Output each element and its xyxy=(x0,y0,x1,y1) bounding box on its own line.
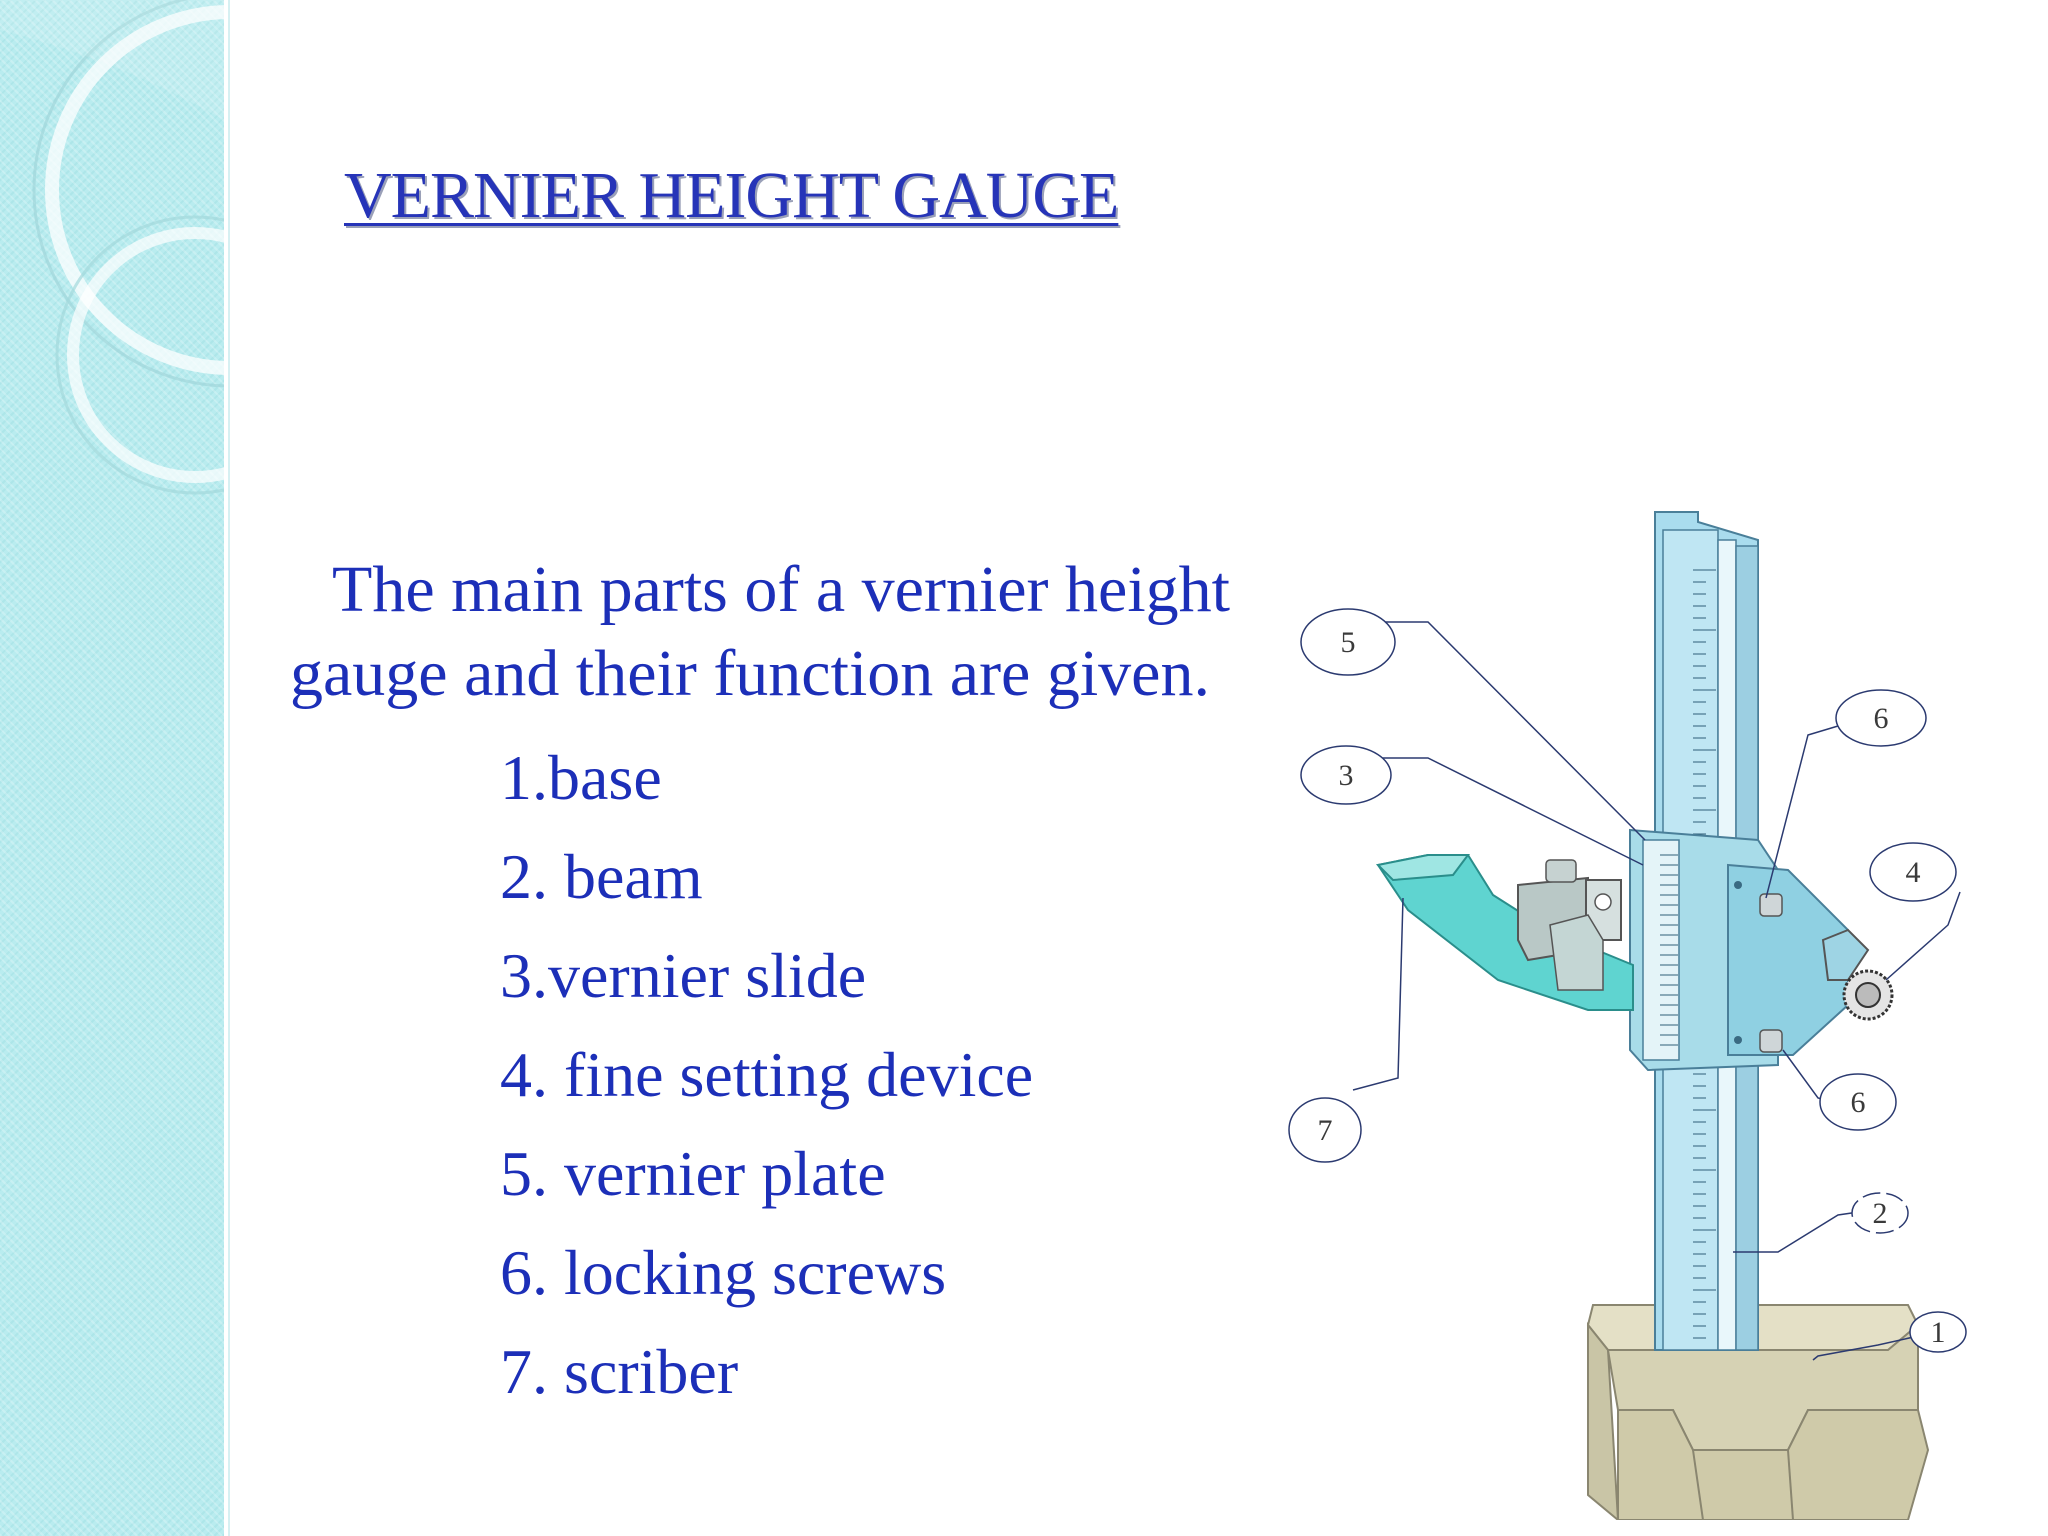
band-edge-line xyxy=(228,0,230,1536)
svg-text:2: 2 xyxy=(1873,1197,1888,1230)
callout-6-bottom: 6 xyxy=(1819,1073,1897,1131)
list-item: 5. vernier plate xyxy=(500,1138,886,1209)
list-item: 2. beam xyxy=(500,841,703,912)
decorative-side-band xyxy=(0,0,228,1536)
callout-1: 1 xyxy=(1909,1311,1967,1353)
callout-3: 3 xyxy=(1300,745,1392,805)
svg-text:6: 6 xyxy=(1851,1086,1866,1119)
list-item: 4. fine setting device xyxy=(500,1039,1034,1110)
height-gauge-diagram: 5 3 6 4 6 7 2 1 xyxy=(1288,511,1967,1520)
scriber-assembly xyxy=(1375,854,1634,1011)
svg-text:3: 3 xyxy=(1339,759,1354,792)
vernier-plate-scale xyxy=(1660,854,1678,1046)
svg-text:6: 6 xyxy=(1874,702,1889,735)
svg-text:1: 1 xyxy=(1931,1316,1946,1349)
svg-text:7: 7 xyxy=(1318,1114,1333,1147)
list-item: 7. scriber xyxy=(500,1336,739,1407)
list-item: 1.base xyxy=(500,742,662,813)
intro-line-1: The main parts of a vernier height xyxy=(332,553,1230,626)
svg-text:5: 5 xyxy=(1341,626,1356,659)
callout-5: 5 xyxy=(1300,608,1396,676)
list-item: 6. locking screws xyxy=(500,1237,947,1308)
svg-text:4: 4 xyxy=(1906,856,1921,889)
locking-screws xyxy=(1759,893,1783,1053)
callout-6-top: 6 xyxy=(1835,689,1927,747)
parts-list: 1.base 2. beam 3.vernier slide 4. fine s… xyxy=(500,728,1033,1421)
callout-2: 2 xyxy=(1851,1192,1909,1234)
vernier-slide xyxy=(1629,828,1849,1072)
callout-7: 7 xyxy=(1288,1097,1362,1163)
callout-4: 4 xyxy=(1869,842,1957,902)
decorative-rings xyxy=(0,0,224,495)
intro-paragraph: The main parts of a vernier height gauge… xyxy=(290,548,1290,716)
slide-title: VERNIER HEIGHT GAUGE xyxy=(344,159,1119,232)
list-item: 3.vernier slide xyxy=(500,940,867,1011)
fine-setting-device xyxy=(1821,928,1894,1021)
intro-line-2: gauge and their function are given. xyxy=(290,637,1210,710)
